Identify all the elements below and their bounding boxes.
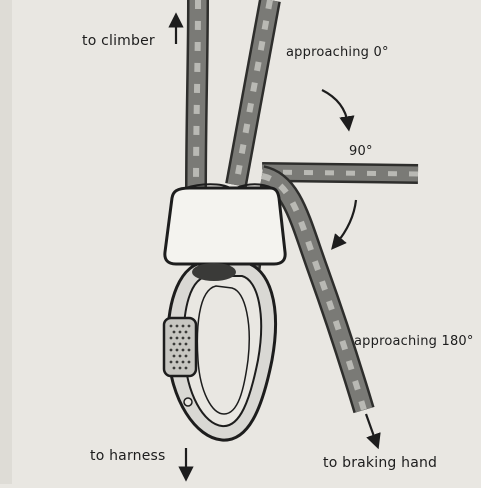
label-to-harness: to harness (90, 448, 166, 464)
label-approaching-180: approaching 180° (354, 334, 474, 349)
label-to-climber: to climber (82, 33, 155, 49)
rope-ninety-degrees (262, 172, 418, 174)
page-edge-shadow (0, 0, 12, 484)
rope-to-climber (196, 0, 198, 190)
label-ninety-degrees: 90° (349, 144, 373, 159)
label-to-braking-hand: to braking hand (323, 455, 437, 471)
label-approaching-zero: approaching 0° (286, 45, 389, 60)
